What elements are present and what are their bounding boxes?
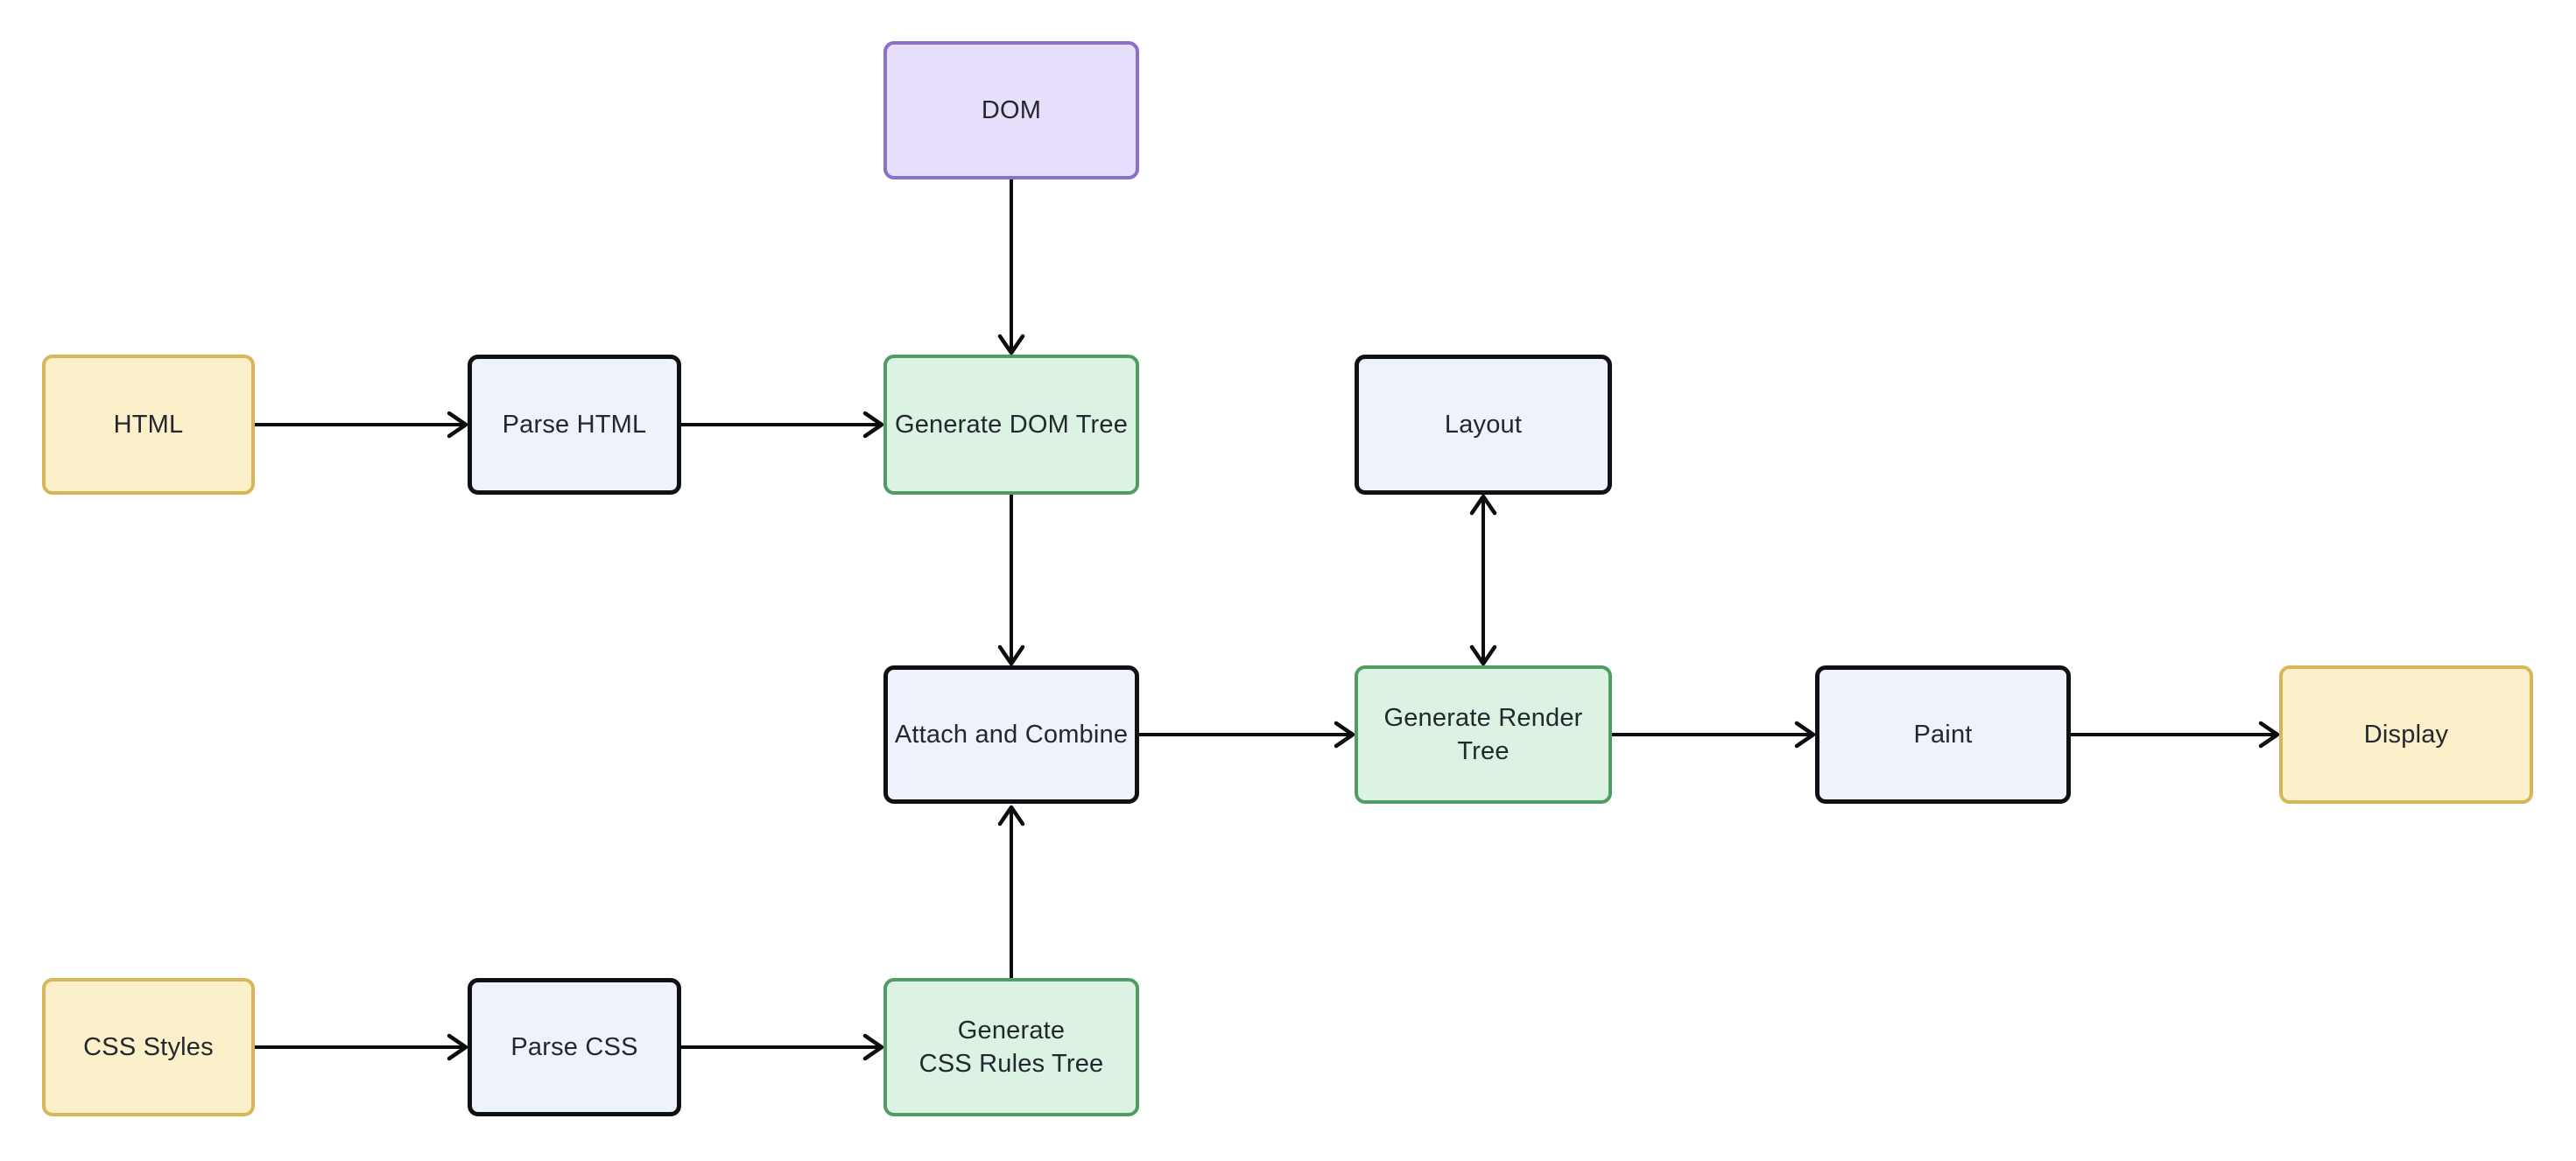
- node-parse-html-label: Parse HTML: [502, 410, 647, 439]
- node-generate-dom-tree-label: Generate DOM Tree: [894, 410, 1129, 439]
- node-generate-css-rules-tree: Generate CSS Rules Tree: [883, 978, 1139, 1116]
- node-html: HTML: [42, 355, 255, 495]
- node-attach-and-combine-label: Attach and Combine: [894, 720, 1129, 749]
- node-parse-html: Parse HTML: [468, 355, 681, 495]
- node-layout: Layout: [1355, 355, 1612, 495]
- node-paint-label: Paint: [1913, 720, 1973, 749]
- node-attach-and-combine: Attach and Combine: [883, 665, 1139, 804]
- node-paint: Paint: [1815, 665, 2071, 804]
- node-css-styles: CSS Styles: [42, 978, 255, 1116]
- node-generate-render-tree-label: Generate Render Tree: [1383, 703, 1583, 765]
- node-generate-dom-tree: Generate DOM Tree: [883, 355, 1139, 495]
- node-layout-label: Layout: [1444, 410, 1523, 439]
- node-display: Display: [2279, 665, 2533, 804]
- node-generate-css-rules-tree-label: Generate CSS Rules Tree: [918, 1016, 1104, 1078]
- node-dom-label: DOM: [981, 95, 1042, 124]
- node-css-styles-label: CSS Styles: [83, 1032, 214, 1061]
- node-dom: DOM: [883, 41, 1139, 179]
- node-html-label: HTML: [113, 410, 184, 439]
- node-parse-css: Parse CSS: [468, 978, 681, 1116]
- node-parse-css-label: Parse CSS: [510, 1032, 638, 1061]
- node-generate-render-tree: Generate Render Tree: [1355, 665, 1612, 804]
- node-display-label: Display: [2363, 720, 2449, 749]
